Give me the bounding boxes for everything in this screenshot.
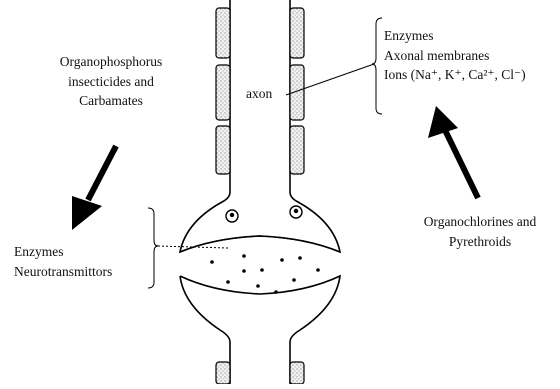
postsynaptic-terminal [180,276,340,342]
axon-right-wall [290,0,304,192]
axon-left-wall [216,0,230,192]
myelin-segment [290,8,304,58]
vesicle-icon [226,210,238,222]
axon-targets-list: Enzymes Axonal membranes Ions (Na⁺, K⁺, … [384,26,526,85]
organochlorines-label: Organochlorines and Pyrethroids [402,212,558,251]
myelin-segment [216,65,230,120]
myelin-segment [216,362,230,384]
synapse-targets-brace [148,208,158,288]
axon-targets-brace [372,18,382,114]
lower-axon [216,342,304,384]
myelin-segment [216,8,230,58]
presynaptic-terminal [180,192,340,252]
axon-label: axon [246,84,272,104]
myelin-segment [290,126,304,174]
organophosphorus-label: Organophosphorus insecticides and Carbam… [36,52,186,111]
myelin-segment [216,126,230,174]
synaptic-cleft-upper-membrane [180,236,340,252]
down-left-arrow-icon [72,146,116,230]
vesicle-icon [290,206,302,218]
up-left-arrow-icon [428,106,478,198]
myelin-segment [290,362,304,384]
synapse-targets-list: Enzymes Neurotransmittors [14,242,112,281]
